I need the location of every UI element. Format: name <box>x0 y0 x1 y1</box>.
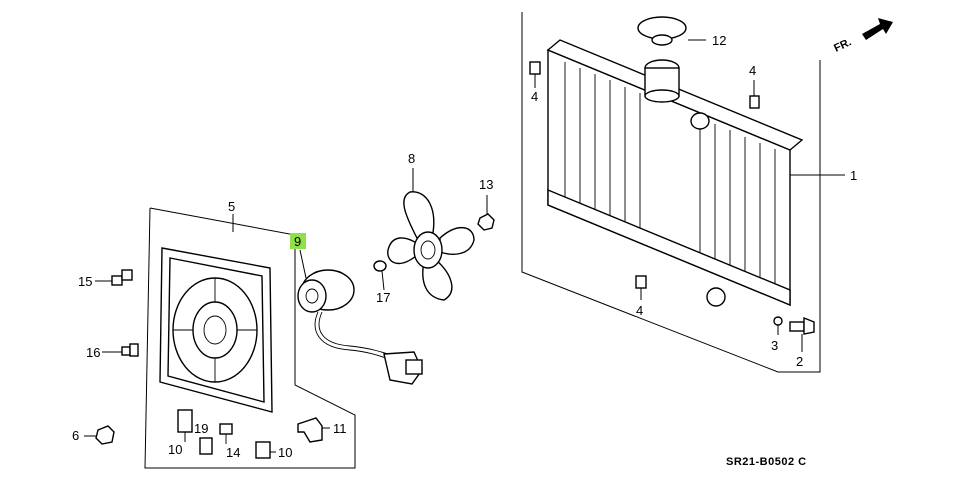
bolt-icon <box>111 269 133 286</box>
highlight-marker <box>290 233 306 249</box>
callout-9-highlighted[interactable]: 9 <box>294 234 301 249</box>
callout-19: 19 <box>194 421 208 436</box>
callout-16: 16 <box>86 345 100 360</box>
fan-shroud[interactable] <box>159 247 273 413</box>
nut-icon <box>95 425 115 445</box>
callout-4-right: 4 <box>749 63 756 78</box>
callout-4-top-left: 4 <box>531 89 538 104</box>
front-label: FR. <box>832 36 853 54</box>
radiator-group-frame <box>521 12 821 373</box>
callout-14: 14 <box>226 445 240 460</box>
callout-11: 11 <box>333 421 347 436</box>
drain-plug[interactable] <box>789 316 815 335</box>
bracket-icon <box>297 417 323 443</box>
clip-icon <box>255 441 271 459</box>
fan-blade[interactable] <box>387 191 475 301</box>
bracket-icon <box>635 275 647 289</box>
callout-13: 13 <box>479 177 493 192</box>
clip-icon <box>177 409 193 433</box>
washer-icon <box>373 260 387 272</box>
front-arrow-icon <box>862 18 893 40</box>
callout-17: 17 <box>376 290 390 305</box>
callout-15: 15 <box>78 274 92 289</box>
callout-1: 1 <box>850 168 857 183</box>
callout-8: 8 <box>408 151 415 166</box>
radiator-assembly[interactable] <box>546 39 804 307</box>
callout-12: 12 <box>712 33 726 48</box>
bolt-icon <box>121 343 139 357</box>
diagram-code: SR21-B0502 C <box>726 456 807 468</box>
fan-motor-wiring <box>314 311 423 385</box>
callout-2: 2 <box>796 354 803 369</box>
bracket-icon <box>529 61 541 75</box>
bracket-icon <box>749 95 760 109</box>
callout-10-right: 10 <box>278 445 292 460</box>
callout-4-bottom: 4 <box>636 303 643 318</box>
callout-10-left: 10 <box>168 442 182 457</box>
clip-icon <box>199 437 213 455</box>
bolt-icon <box>219 423 233 444</box>
callout-5: 5 <box>228 199 235 214</box>
callout-3: 3 <box>771 338 778 353</box>
callout-6: 6 <box>72 428 79 443</box>
fan-motor[interactable] <box>297 269 355 313</box>
washer <box>773 316 783 326</box>
radiator-cap[interactable] <box>637 16 687 46</box>
nut-icon <box>477 213 495 231</box>
